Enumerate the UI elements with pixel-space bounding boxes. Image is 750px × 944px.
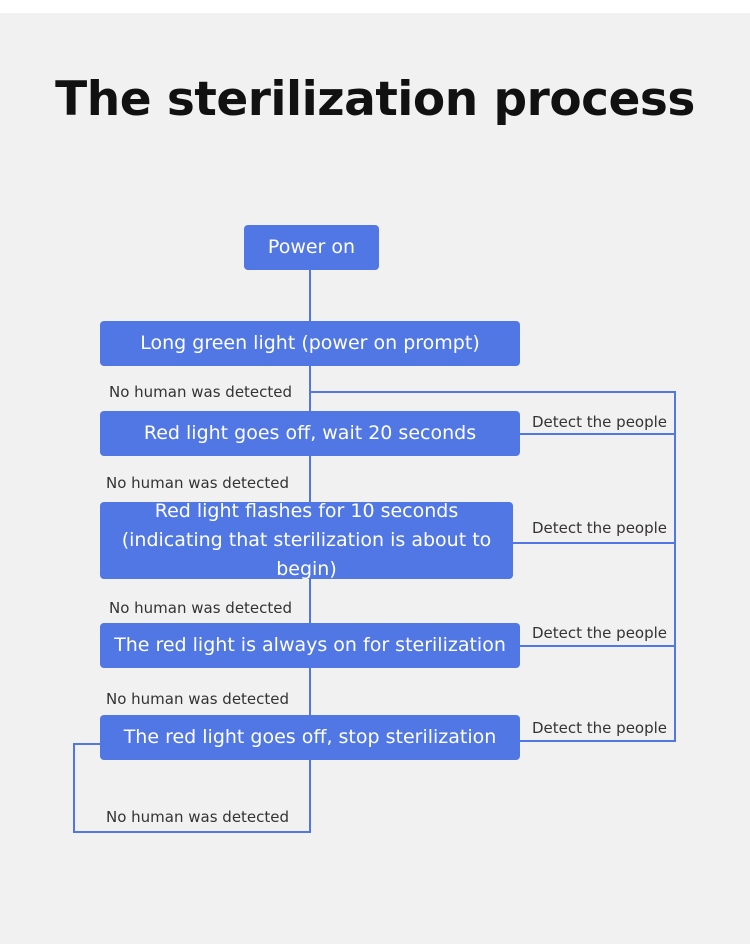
connector-detect-return bbox=[310, 391, 676, 742]
label-no-human-1: No human was detected bbox=[109, 383, 293, 401]
step-red-off-wait: Red light goes off, wait 20 seconds bbox=[100, 411, 520, 456]
connector-stop-loop bbox=[73, 743, 311, 833]
step-green-light: Long green light (power on prompt) bbox=[100, 321, 520, 366]
label-detect-3: Detect the people bbox=[532, 624, 668, 642]
page-title: The sterilization process bbox=[55, 72, 695, 127]
label-no-human-2: No human was detected bbox=[106, 474, 290, 492]
label-detect-2: Detect the people bbox=[532, 519, 668, 537]
label-no-human-4: No human was detected bbox=[106, 690, 290, 708]
label-no-human-5: No human was detected bbox=[106, 808, 290, 826]
label-no-human-3: No human was detected bbox=[109, 599, 293, 617]
step-red-off-stop: The red light goes off, stop sterilizati… bbox=[100, 715, 520, 760]
label-detect-1: Detect the people bbox=[532, 413, 668, 431]
label-detect-4: Detect the people bbox=[532, 719, 668, 737]
step-red-flash: Red light flashes for 10 seconds (indica… bbox=[100, 500, 513, 580]
step-power-on: Power on bbox=[244, 225, 379, 270]
step-red-on: The red light is always on for steriliza… bbox=[100, 623, 520, 668]
background-panel bbox=[0, 13, 750, 944]
